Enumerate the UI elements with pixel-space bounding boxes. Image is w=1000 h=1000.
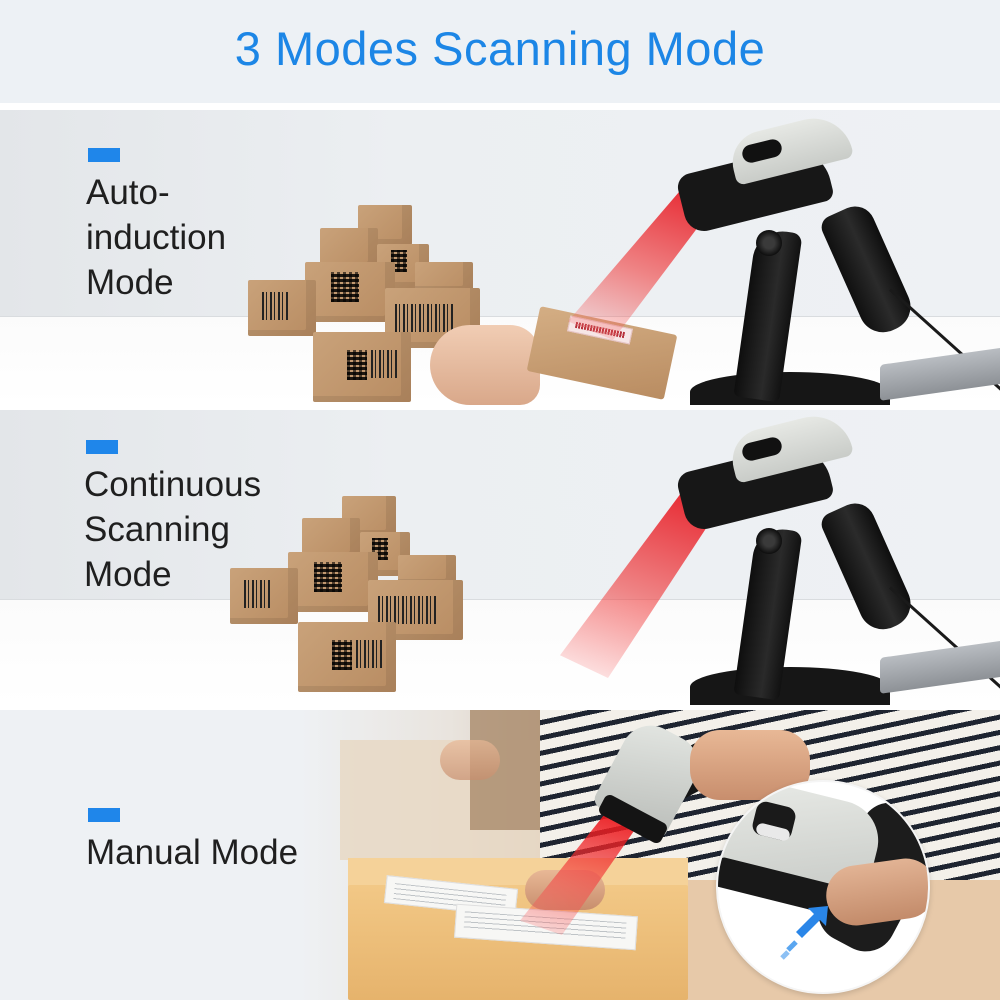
arrow-up-right-icon (780, 906, 828, 960)
table-edge (0, 599, 1000, 600)
trigger-zoom-inset (716, 780, 930, 994)
marker-icon (86, 440, 118, 454)
mode-label-continuous-scanning: Continuous Scanning Mode (84, 440, 261, 597)
label-line: Continuous (84, 465, 262, 504)
label-line: induction (86, 218, 227, 257)
label-line: Manual Mode (86, 833, 299, 872)
title-band: 3 Modes Scanning Mode (0, 0, 1000, 103)
mode-label-auto-induction: Auto- induction Mode (86, 148, 226, 305)
label-line: Mode (84, 555, 172, 594)
marker-icon (88, 148, 120, 162)
table-edge (0, 316, 1000, 317)
label-line: Mode (86, 263, 174, 302)
background-hand (440, 740, 500, 780)
mode-label-manual: Manual Mode (86, 808, 298, 875)
label-line: Auto- (86, 173, 170, 212)
panel-auto-induction: Auto- induction Mode (0, 110, 1000, 405)
marker-icon (88, 808, 120, 822)
panel-manual: Manual Mode (0, 710, 1000, 1000)
page-title: 3 Modes Scanning Mode (234, 22, 766, 75)
label-line: Scanning (84, 510, 230, 549)
panel-continuous-scanning: Continuous Scanning Mode (0, 410, 1000, 705)
hand (430, 325, 540, 405)
